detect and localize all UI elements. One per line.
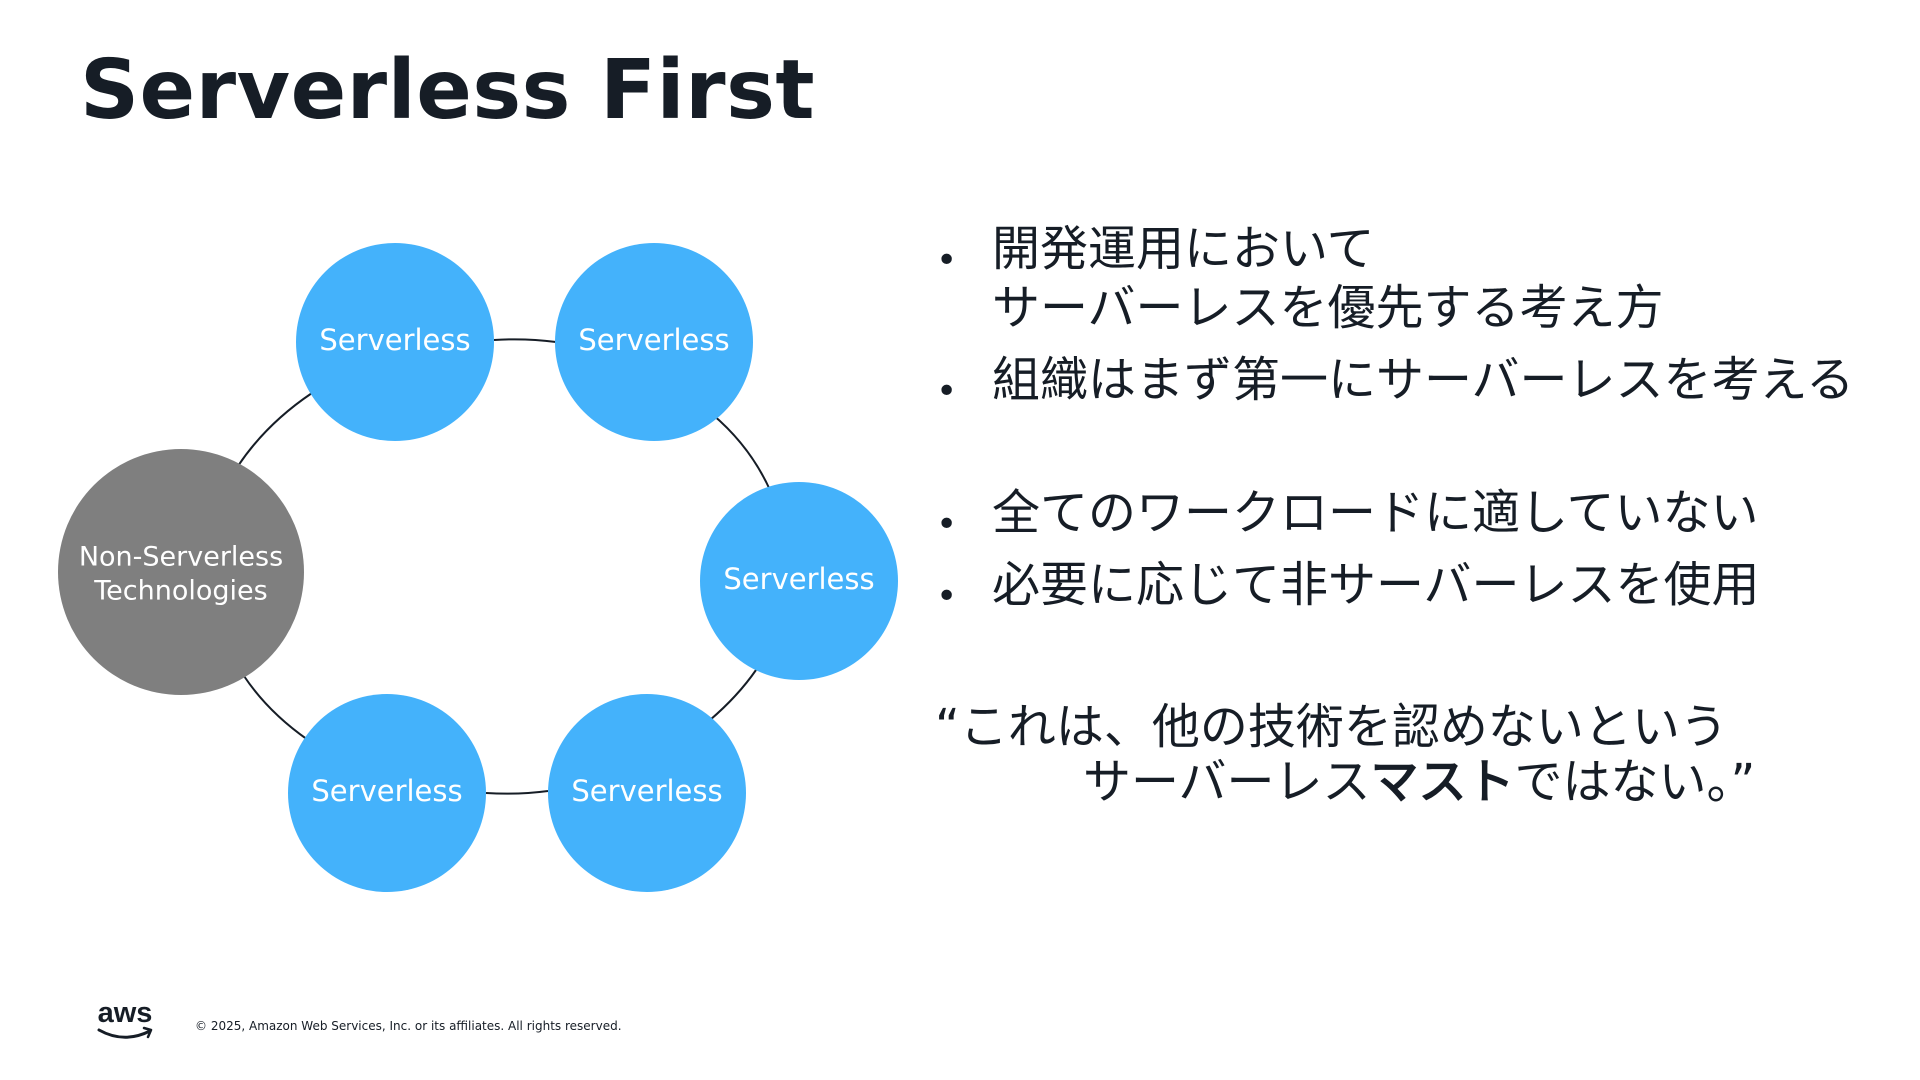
serverless-label: Serverless bbox=[578, 323, 729, 357]
serverless-circle bbox=[548, 694, 746, 892]
quote-emphasis: マスト bbox=[1370, 754, 1515, 811]
serverless-node-right: Serverless bbox=[700, 482, 898, 680]
non-serverless-label-line2: Technologies bbox=[93, 576, 267, 607]
serverless-label: Serverless bbox=[311, 774, 462, 808]
serverless-node-top-left: Serverless bbox=[296, 243, 494, 441]
quote-line1: “これは、他の技術を認めないという bbox=[935, 699, 1728, 755]
aws-logo-text: aws bbox=[98, 998, 153, 1029]
bullet-text-continued: サーバーレスを優先する考え方 bbox=[992, 279, 1664, 336]
serverless-node-bottom-right: Serverless bbox=[548, 694, 746, 892]
serverless-circle bbox=[288, 694, 486, 892]
bullet-text: 開発運用において bbox=[992, 221, 1375, 277]
serverless-label: Serverless bbox=[571, 774, 722, 808]
connector-arc bbox=[485, 790, 549, 795]
bullet-text: 全てのワークロードに適していない bbox=[992, 484, 1759, 541]
aws-smile-icon bbox=[97, 1028, 152, 1039]
connector-arc bbox=[243, 675, 309, 741]
serverless-label: Serverless bbox=[319, 323, 470, 357]
non-serverless-label-line1: Non-Serverless bbox=[79, 542, 283, 573]
quote-block: “これは、他の技術を認めないという サーバーレスマストではない。” bbox=[935, 699, 1755, 810]
bullet-item: 全てのワークロードに適していない bbox=[930, 484, 1890, 566]
bullet-list: 開発運用において サーバーレスを優先する考え方 組織はまず第一にサーバーレスを考… bbox=[930, 220, 1890, 638]
bullet-text: 組織はまず第一にサーバーレスを考える bbox=[992, 352, 1855, 409]
aws-arrow-icon bbox=[142, 1026, 153, 1039]
serverless-circle bbox=[296, 243, 494, 441]
serverless-circle bbox=[555, 243, 753, 441]
bullet-text: 必要に応じて非サーバーレスを使用 bbox=[992, 557, 1760, 614]
serverless-node-top-right: Serverless bbox=[555, 243, 753, 441]
quote-line2-prefix: サーバーレス bbox=[1083, 754, 1371, 811]
non-serverless-node: Non-Serverless Technologies bbox=[58, 449, 304, 695]
connector-arc bbox=[493, 338, 557, 343]
quote-line2-suffix: ではない。” bbox=[1514, 754, 1756, 811]
non-serverless-circle bbox=[58, 449, 304, 695]
bullet-item: 開発運用において サーバーレスを優先する考え方 bbox=[930, 220, 1890, 337]
aws-logo-icon: aws bbox=[97, 998, 153, 1039]
serverless-node-bottom-left: Serverless bbox=[288, 694, 486, 892]
slide-title: Serverless First bbox=[80, 43, 816, 138]
serverless-circle bbox=[700, 482, 898, 680]
bullet-item: 必要に応じて非サーバーレスを使用 bbox=[930, 556, 1890, 638]
copyright-text: © 2025, Amazon Web Services, Inc. or its… bbox=[195, 1019, 622, 1033]
bullet-item: 組織はまず第一にサーバーレスを考える bbox=[930, 351, 1890, 433]
connector-arc bbox=[237, 392, 313, 467]
connector-arc bbox=[711, 413, 771, 491]
ring-connectors bbox=[237, 338, 771, 795]
serverless-label: Serverless bbox=[723, 562, 874, 596]
quote-line2: サーバーレスマストではない。” bbox=[935, 755, 1755, 810]
connector-arc bbox=[709, 669, 757, 721]
